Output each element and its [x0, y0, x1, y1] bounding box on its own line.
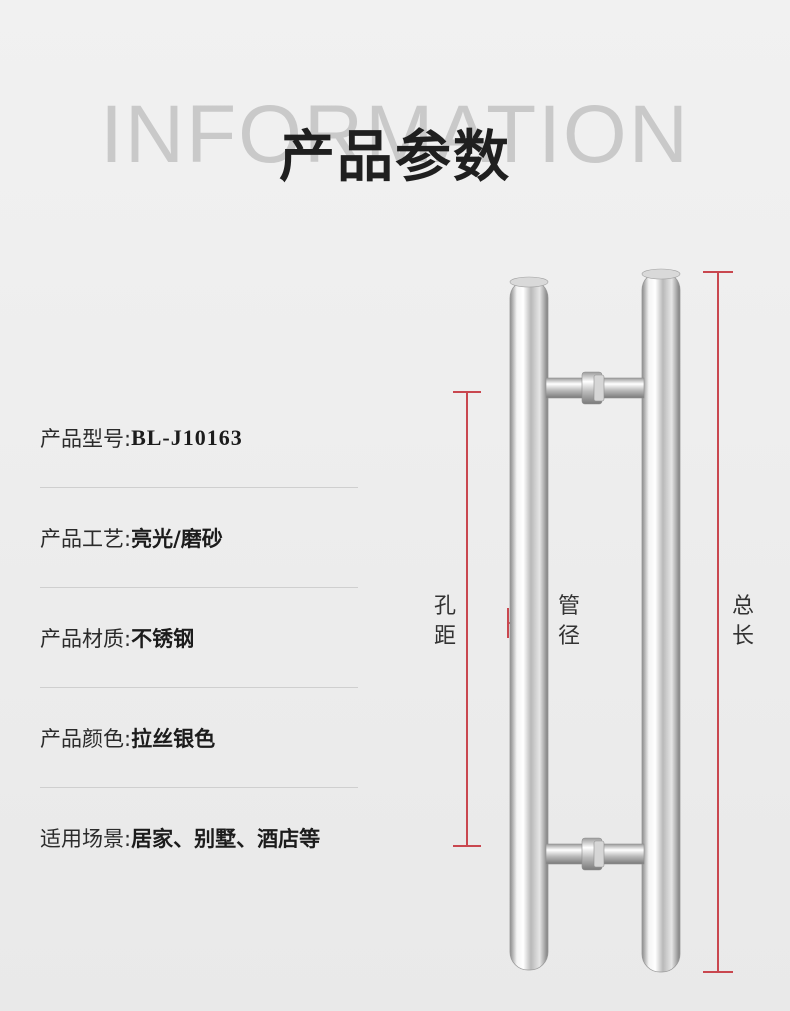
top-connector	[545, 371, 645, 405]
hole-distance-line	[466, 392, 468, 846]
tube-diameter-label: 管 径	[557, 594, 580, 649]
spec-label: 产品工艺:	[40, 526, 132, 551]
spec-value-color: 拉丝银色	[131, 726, 216, 751]
total-length-cap-bottom	[703, 971, 733, 973]
door-handle-image	[509, 268, 681, 973]
spec-row-material: 产品材质: 不锈钢	[40, 588, 358, 688]
total-length-line	[717, 272, 719, 972]
total-length-label: 总 长	[731, 594, 754, 649]
spec-value-model: BL-J10163	[131, 424, 243, 450]
total-length-cap-top	[703, 271, 733, 273]
spec-value-finish: 亮光/磨砂	[131, 526, 223, 551]
spec-row-color: 产品颜色: 拉丝银色	[40, 688, 358, 788]
bottom-connector	[545, 837, 645, 871]
tube-diameter-cap-left	[507, 608, 509, 638]
spec-label: 产品颜色:	[40, 726, 132, 751]
background-watermark-word: INFORMATION	[100, 89, 690, 180]
left-handle-bar	[509, 276, 549, 971]
hole-distance-cap-bottom	[453, 845, 481, 847]
spec-row-finish: 产品工艺: 亮光/磨砂	[40, 488, 358, 588]
hole-distance-label: 孔 距	[433, 594, 456, 649]
spec-value-material: 不锈钢	[131, 626, 195, 651]
spec-value-usage: 居家、别墅、酒店等	[131, 827, 321, 851]
right-handle-bar	[641, 268, 681, 973]
page-title: 产品参数	[279, 125, 511, 190]
spec-row-usage: 适用场景: 居家、别墅、酒店等	[40, 788, 358, 888]
spec-label: 适用场景:	[40, 827, 132, 851]
spec-label: 产品材质:	[40, 626, 132, 651]
hole-distance-cap-top	[453, 391, 481, 393]
spec-label: 产品型号:	[40, 426, 132, 451]
spec-row-model: 产品型号: BL-J10163	[40, 388, 358, 488]
spec-list: 产品型号: BL-J10163 产品工艺: 亮光/磨砂 产品材质: 不锈钢 产品…	[40, 388, 358, 888]
